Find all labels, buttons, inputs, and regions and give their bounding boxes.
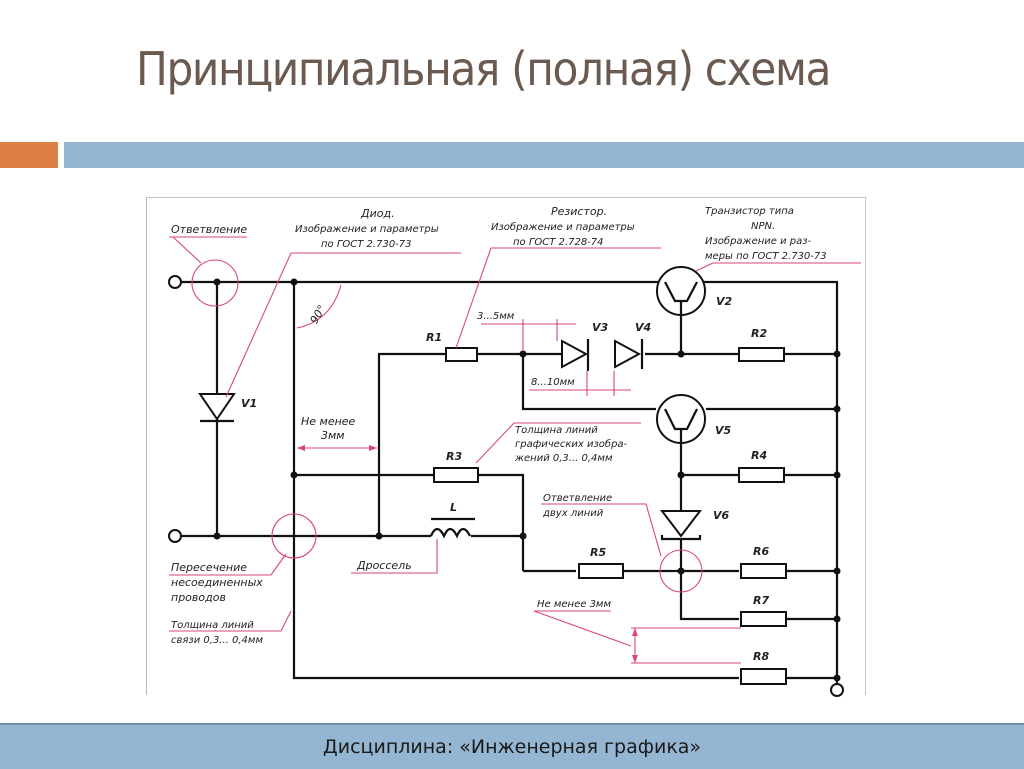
crossing-leader xyxy=(169,553,287,576)
annotations xyxy=(169,236,861,664)
text-branch: Ответвление xyxy=(171,223,247,236)
label-v4: V4 xyxy=(635,321,651,334)
transistor-leader xyxy=(695,262,861,272)
text-diode-3: по ГОСТ 2.730-73 xyxy=(321,239,412,250)
text-resistor-2: Изображение и параметры xyxy=(491,221,635,233)
resistor-r1 xyxy=(445,347,478,362)
wire-r3 xyxy=(294,473,525,571)
text-angle: 90° xyxy=(308,303,329,326)
label-v6: V6 xyxy=(713,509,730,522)
crossing-circle xyxy=(271,513,317,559)
text-dim-3-5: 3...5мм xyxy=(477,311,515,322)
text-diode-1: Диод. xyxy=(360,207,395,220)
label-r4: R4 xyxy=(751,449,767,462)
label-r7: R7 xyxy=(753,594,769,607)
resistor-leader xyxy=(455,247,661,349)
text-min3-1: Не менее xyxy=(301,415,356,428)
label-v3: V3 xyxy=(592,321,609,334)
text-thickness-link-2: связи 0,3... 0,4мм xyxy=(171,635,263,646)
terminal-bottom-left xyxy=(168,529,182,543)
schematic-figure: V1 V2 V5 V3 V4 V6 R1 R2 R3 R4 R5 R6 R7 R… xyxy=(146,197,866,697)
label-r6: R6 xyxy=(753,545,769,558)
dim-8-10-lines xyxy=(529,371,631,396)
label-v2: V2 xyxy=(716,295,733,308)
junctions xyxy=(213,278,841,682)
text-choke: Дроссель xyxy=(356,559,412,572)
resistor-r5 xyxy=(578,563,624,579)
text-thickness-graphic-1: Толщина линий xyxy=(515,425,598,436)
diode-leader xyxy=(225,252,461,398)
text-crossing-3: проводов xyxy=(171,591,226,604)
resistor-r3 xyxy=(433,467,479,483)
resistor-r6 xyxy=(740,563,787,579)
text-dim-8-10: 8...10мм xyxy=(531,377,575,388)
resistor-r7 xyxy=(740,611,787,627)
text-diode-2: Изображение и параметры xyxy=(295,223,439,235)
resistor-r8 xyxy=(740,668,787,685)
transistor-v2 xyxy=(656,266,706,316)
thickness-graphic-leader xyxy=(475,422,641,464)
diode-v6 xyxy=(659,510,703,541)
wire-left-bus xyxy=(292,282,739,680)
text-transistor-3: Изображение и раз- xyxy=(705,235,812,247)
label-r2: R2 xyxy=(751,327,767,340)
wire-r1-left xyxy=(377,352,446,536)
accent-bar-orange xyxy=(0,142,58,168)
thickness-link-leader xyxy=(169,610,292,632)
text-crossing-2: несоединенных xyxy=(171,576,263,589)
text-min3-bottom: Не менее 3мм xyxy=(537,599,611,610)
branch-two-leader xyxy=(541,503,662,557)
diode-v1 xyxy=(198,393,236,423)
text-branch-two-1: Ответвление xyxy=(543,493,612,504)
choke-leader xyxy=(351,539,438,574)
label-r3: R3 xyxy=(446,450,462,463)
angle-arc xyxy=(296,284,342,329)
resistor-r4 xyxy=(738,467,785,483)
label-l: L xyxy=(450,501,457,514)
text-thickness-graphic-3: жений 0,3... 0,4мм xyxy=(514,453,613,464)
wire-top-rail xyxy=(181,280,839,685)
label-v1: V1 xyxy=(241,397,257,410)
text-branch-two-2: двух линий xyxy=(542,508,604,519)
inductor-l xyxy=(429,517,475,539)
text-transistor-4: меры по ГОСТ 2.730-73 xyxy=(705,251,827,262)
text-thickness-link-1: Толщина линий xyxy=(171,620,254,631)
resistor-r2 xyxy=(738,347,785,362)
footer-discipline: Дисциплина: «Инженерная графика» xyxy=(0,723,1024,769)
diode-v4 xyxy=(614,339,644,369)
label-v5: V5 xyxy=(715,424,732,437)
dim-3-5-lines xyxy=(481,319,576,351)
text-transistor-2: NPN. xyxy=(751,221,775,232)
wire-to-v5 xyxy=(521,354,656,411)
text-resistor-1: Резистор. xyxy=(551,205,607,218)
branch-highlight-circle xyxy=(191,259,239,307)
terminal-top-left xyxy=(168,275,182,289)
label-r8: R8 xyxy=(753,650,769,663)
branch-leader xyxy=(169,236,247,264)
wires xyxy=(181,280,839,685)
diode-v3 xyxy=(561,339,590,371)
terminal-bottom-right xyxy=(830,683,844,697)
branch-two-circle xyxy=(659,549,703,593)
text-crossing-1: Пересечение xyxy=(171,561,247,574)
dim-min3-bottom-lines xyxy=(533,610,741,664)
transistor-v5 xyxy=(656,394,706,444)
slide-title: Принципиальная (полная) схема xyxy=(136,42,832,96)
text-min3-2: 3мм xyxy=(321,429,345,442)
label-r5: R5 xyxy=(590,546,606,559)
text-transistor-1: Транзистор типа xyxy=(705,206,794,217)
accent-bar-blue xyxy=(64,142,1024,168)
text-thickness-graphic-2: графических изобра- xyxy=(515,438,628,450)
label-r1: R1 xyxy=(426,331,442,344)
text-resistor-3: по ГОСТ 2.728-74 xyxy=(513,237,604,248)
